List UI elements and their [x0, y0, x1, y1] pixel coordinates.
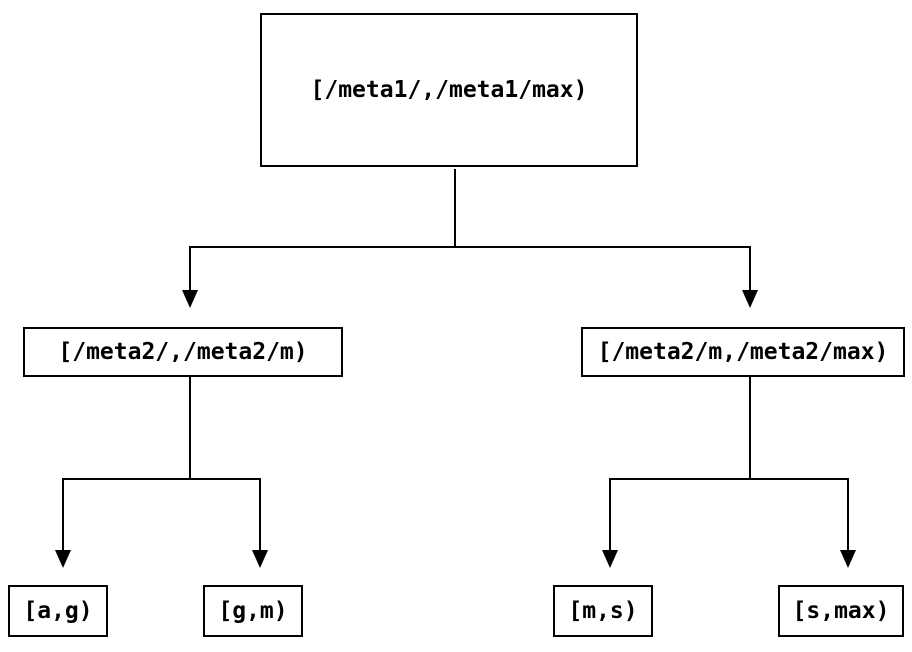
- arrowhead-icon: [55, 550, 71, 568]
- node-label: [m,s): [568, 598, 638, 624]
- edge-meta2-low-to-leaf-g-m: [189, 377, 261, 550]
- node-label: [/meta2/m,/meta2/max): [597, 339, 889, 365]
- tree-node-leaf-s-max: [s,max): [778, 585, 904, 637]
- arrowhead-icon: [182, 290, 198, 308]
- arrowhead-icon: [602, 550, 618, 568]
- arrowhead-icon: [742, 290, 758, 308]
- arrowhead-icon: [252, 550, 268, 568]
- node-label: [/meta1/,/meta1/max): [310, 77, 588, 103]
- tree-node-root: [/meta1/,/meta1/max): [260, 13, 638, 167]
- node-label: [g,m): [218, 598, 288, 624]
- edge-meta2-low-to-leaf-a-g: [62, 377, 191, 550]
- tree-node-leaf-a-g: [a,g): [8, 585, 108, 637]
- edge-root-to-meta2-low: [189, 169, 456, 290]
- edge-root-to-meta2-high: [454, 169, 751, 290]
- tree-node-meta2-low: [/meta2/,/meta2/m): [23, 327, 343, 377]
- arrowhead-icon: [840, 550, 856, 568]
- tree-node-meta2-high: [/meta2/m,/meta2/max): [581, 327, 905, 377]
- node-label: [/meta2/,/meta2/m): [58, 339, 308, 365]
- edge-meta2-high-to-leaf-m-s: [609, 377, 751, 550]
- node-label: [a,g): [23, 598, 93, 624]
- edge-meta2-high-to-leaf-s-max: [749, 377, 849, 550]
- tree-node-leaf-g-m: [g,m): [203, 585, 303, 637]
- tree-node-leaf-m-s: [m,s): [553, 585, 653, 637]
- node-label: [s,max): [792, 598, 890, 624]
